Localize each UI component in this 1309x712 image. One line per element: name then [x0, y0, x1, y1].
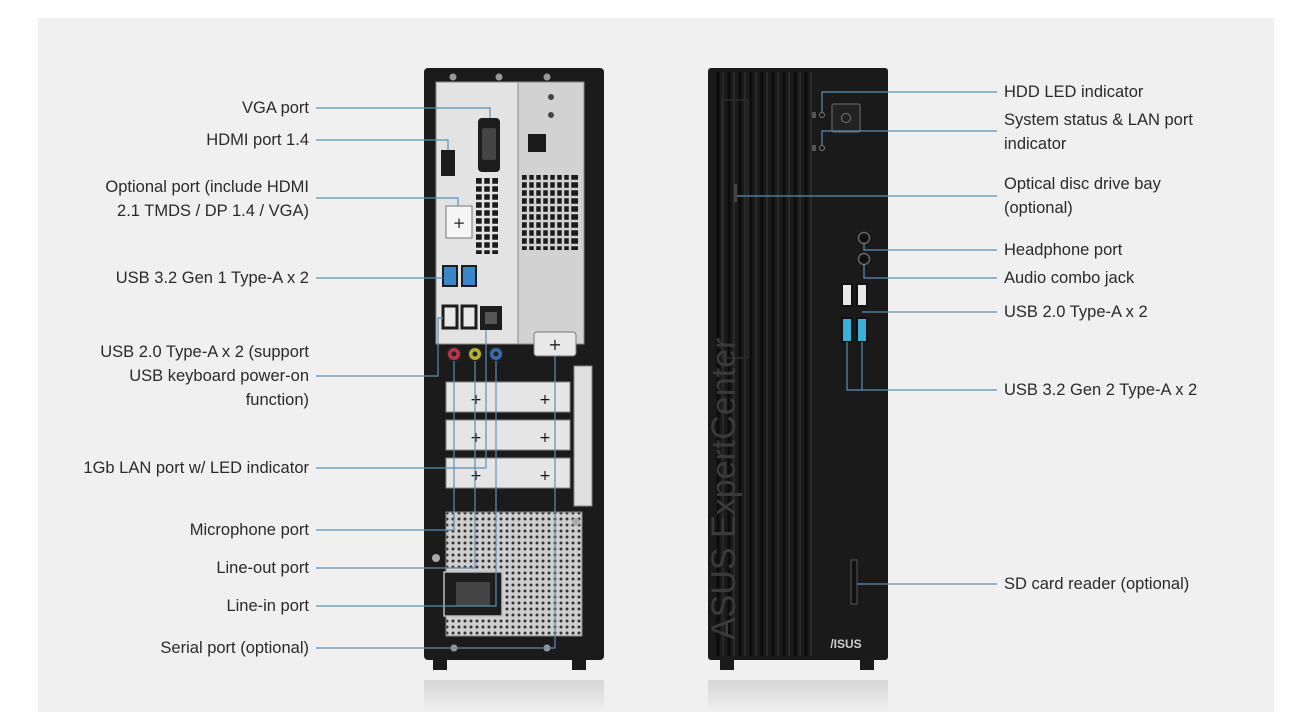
svg-text:+: +: [470, 392, 482, 408]
svg-text:ASUS ExpertCenter: ASUS ExpertCenter: [705, 338, 743, 640]
label-vga-port: VGA port: [242, 99, 309, 117]
svg-text:+: +: [470, 468, 482, 484]
label-optical-drive: Optical disc drive bay (optional): [1004, 175, 1161, 217]
asus-logo: /ISUS: [830, 637, 861, 651]
rear-view: + + + + + + + +: [424, 68, 604, 712]
svg-text:+: +: [470, 430, 482, 446]
svg-text:+: +: [548, 335, 561, 354]
label-usb32-gen1: USB 3.2 Gen 1 Type-A x 2: [115, 269, 309, 287]
front-view: ASUS ExpertCenter: [705, 68, 888, 712]
label-audio-combo: Audio combo jack: [1004, 269, 1135, 287]
svg-text:+: +: [539, 392, 551, 408]
label-optional-port: Optional port (include HDMI 2.1 TMDS / D…: [105, 178, 309, 220]
label-sd-card: SD card reader (optional): [1004, 575, 1190, 593]
label-hdd-led: HDD LED indicator: [1004, 83, 1144, 101]
leader-lines: [316, 91, 997, 649]
svg-text:+: +: [453, 214, 466, 232]
label-headphone-port: Headphone port: [1004, 241, 1123, 259]
label-usb20-rear: USB 2.0 Type-A x 2 (support USB keyboard…: [100, 343, 309, 409]
label-line-out-port: Line-out port: [216, 559, 309, 577]
label-microphone-port: Microphone port: [189, 521, 309, 539]
svg-text:+: +: [539, 430, 551, 446]
diagram-background: [38, 18, 1274, 712]
label-serial-port: Serial port (optional): [160, 639, 309, 657]
label-system-status: System status & LAN port indicator: [1004, 111, 1193, 153]
label-line-in-port: Line-in port: [226, 597, 309, 615]
label-hdmi-port: HDMI port 1.4: [206, 131, 309, 149]
label-usb32-gen2: USB 3.2 Gen 2 Type-A x 2: [1004, 381, 1198, 399]
svg-text:+: +: [539, 468, 551, 484]
label-usb20-front: USB 2.0 Type-A x 2: [1004, 303, 1148, 321]
label-lan-port: 1Gb LAN port w/ LED indicator: [83, 459, 309, 477]
